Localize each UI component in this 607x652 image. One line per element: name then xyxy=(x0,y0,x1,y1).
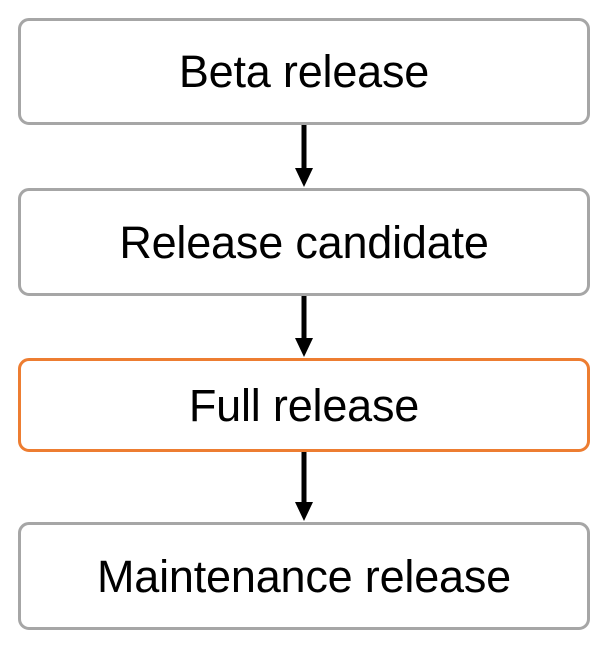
flow-node-full-release[interactable]: Full release xyxy=(18,358,590,452)
arrow-down-icon xyxy=(295,452,313,521)
flow-arrow-release-candidate-to-full-release xyxy=(0,296,607,358)
flow-node-label: Beta release xyxy=(178,46,430,97)
flow-node-label: Maintenance release xyxy=(97,550,511,602)
flow-node-label: Full release xyxy=(188,379,420,431)
flow-node-release-candidate[interactable]: Release candidate xyxy=(18,188,590,296)
flow-node-beta-release[interactable]: Beta release xyxy=(18,18,590,125)
flow-node-maintenance-release[interactable]: Maintenance release xyxy=(18,522,590,630)
arrow-down-icon xyxy=(295,125,313,187)
flow-arrow-full-release-to-maintenance-release xyxy=(0,452,607,522)
arrow-down-icon xyxy=(295,296,313,357)
flow-node-label: Release candidate xyxy=(119,216,489,268)
flow-arrow-beta-release-to-release-candidate xyxy=(0,125,607,188)
